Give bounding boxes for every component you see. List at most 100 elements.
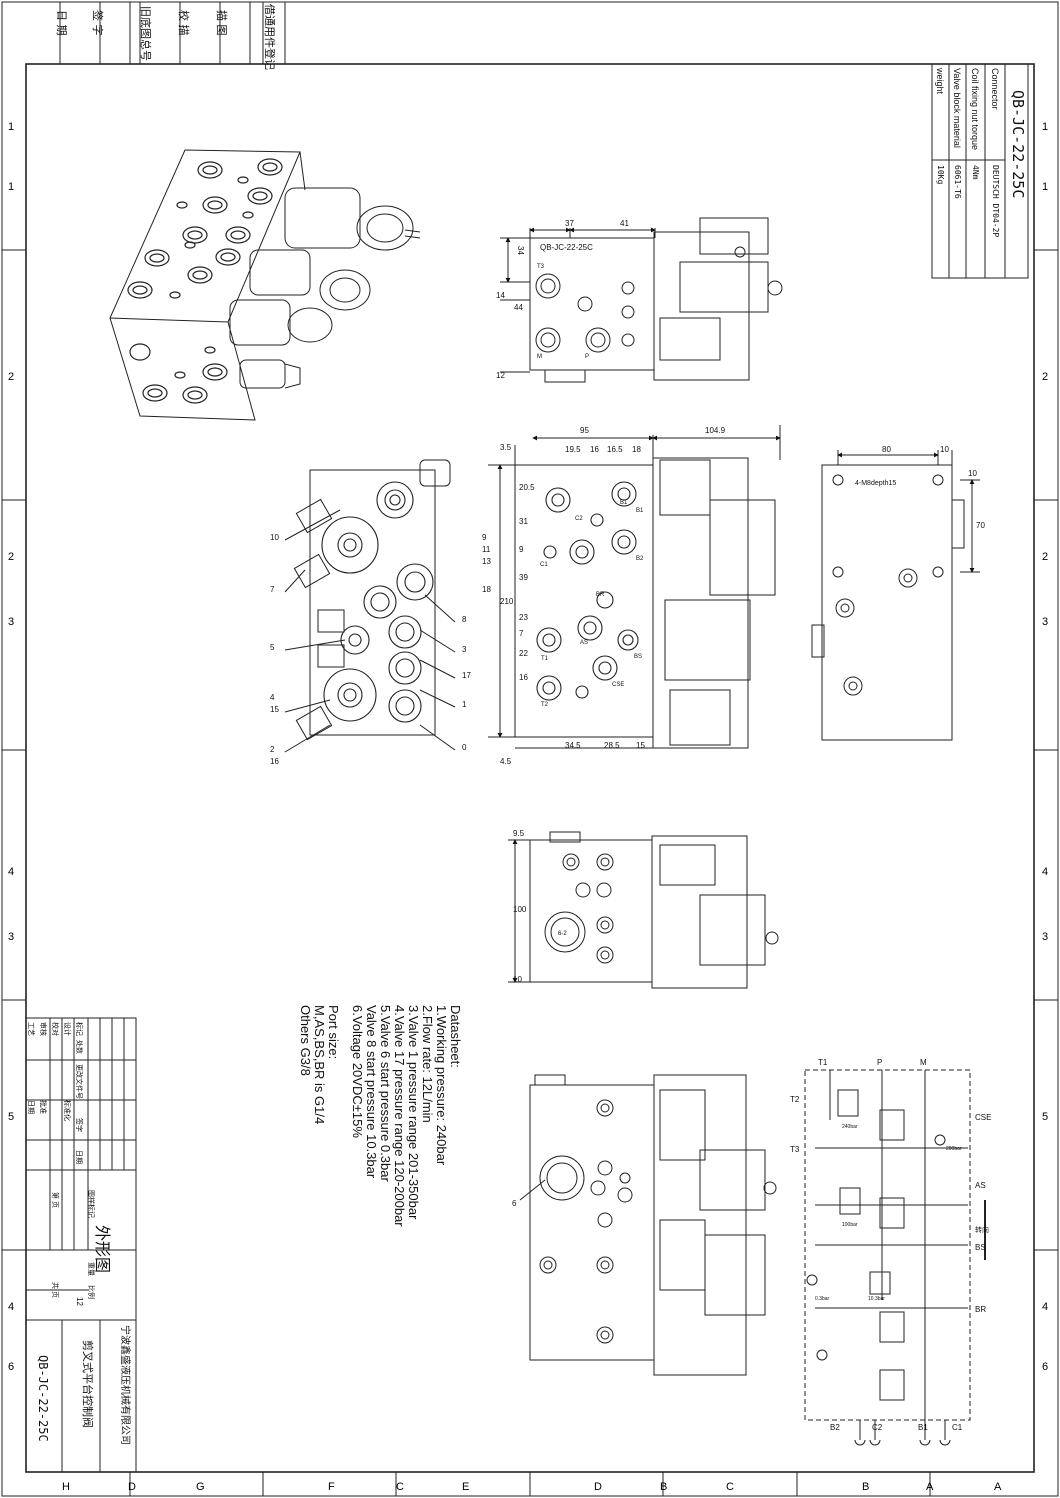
- title-role-check: 校对: [51, 1022, 58, 1036]
- top-port-t3: T3: [537, 264, 545, 270]
- title-role-design: 设计: [63, 1022, 70, 1036]
- front-dim-1049: 104.9: [705, 426, 726, 435]
- front-port-t2: T2: [541, 702, 549, 708]
- top-dim-37: 37: [565, 219, 574, 228]
- front-dim-23: 23: [519, 613, 528, 622]
- balloon-8: 8: [462, 615, 467, 624]
- port-size-line-1: M,AS,BS,BR is G1/4: [312, 1005, 327, 1125]
- title-role-review: 审核: [39, 1022, 46, 1036]
- zone-number-left: 2: [8, 551, 14, 563]
- spec-value-material: 6061-T6: [953, 165, 962, 199]
- datasheet-line-5: 5.Valve 6 start pressure 0.3bar: [378, 1005, 393, 1182]
- zone-letter-bottom: D: [128, 1481, 136, 1493]
- front-port-b1b: B1: [620, 500, 628, 506]
- balloon-5: 5: [270, 643, 275, 652]
- front-dim-22: 22: [519, 649, 528, 658]
- balloon-4: 4: [270, 693, 275, 702]
- front-dim-9: 9: [519, 545, 524, 554]
- side-note: 4-M8depth15: [855, 480, 896, 487]
- sch-port-as: AS: [975, 1181, 986, 1190]
- sch-port-t3: T3: [790, 1145, 800, 1154]
- datasheet-line-2: 2.Flow rate: 12L/min: [420, 1005, 435, 1123]
- front-dim-18b: 18: [482, 585, 491, 594]
- title-block: [25, 1017, 137, 1473]
- front-port-b1: B1: [636, 508, 644, 514]
- zone-number-left: 1: [8, 121, 14, 133]
- zone-number-right: 4: [1042, 866, 1048, 878]
- balloon-16: 16: [270, 757, 279, 766]
- zone-number-right: 3: [1042, 616, 1048, 628]
- zone-number-left: 1: [8, 181, 14, 193]
- lower-balloon-6: 6: [512, 1199, 517, 1208]
- sch-note-steer: 转向: [975, 1225, 989, 1234]
- sch-port-b2: B2: [830, 1423, 840, 1432]
- port-size-line-2: Others G3/8: [298, 1005, 313, 1076]
- zone-number-right: 2: [1042, 551, 1048, 563]
- title-std-label: 标准化: [63, 1100, 70, 1121]
- datasheet-line-7: 6.Voltage 20VDC±15%: [350, 1005, 365, 1138]
- port-size-title: Port size:: [326, 1005, 341, 1060]
- bottom-dim-10: 10: [513, 975, 522, 984]
- zone-number-right: 2: [1042, 371, 1048, 383]
- front-dim-165: 16.5: [607, 445, 623, 454]
- front-dim-45: 4.5: [500, 757, 512, 766]
- front-dim-16a: 16: [590, 445, 599, 454]
- sch-port-cse: CSE: [975, 1113, 991, 1122]
- sch-note-240: 240bar: [842, 1124, 858, 1130]
- sch-note-03: 0.3bar: [815, 1296, 830, 1302]
- balloon-3: 3: [462, 645, 467, 654]
- datasheet-line-3: 3.Valve 1 pressure range 201-350bar: [406, 1005, 421, 1220]
- zone-letter-bottom: A: [926, 1481, 934, 1493]
- front-dim-195: 19.5: [565, 445, 581, 454]
- front-dim-15: 15: [636, 741, 645, 750]
- sch-port-m: M: [920, 1058, 927, 1067]
- sch-port-bs: BS: [975, 1243, 986, 1252]
- zone-letter-bottom: B: [862, 1481, 869, 1493]
- zone-number-left: 5: [8, 1111, 14, 1123]
- title-company: 宁波鑫盛液压机械有限公司: [119, 1325, 130, 1445]
- left-view: [284, 459, 456, 753]
- dimension-text-layer: QB-JC-22-25C 37 41 34 44 14 12 T3 M P 95…: [270, 219, 991, 1432]
- zone-number-left: 6: [8, 1361, 14, 1373]
- zone-letter-bottom: A: [994, 1481, 1002, 1493]
- spec-value-connector: DEUTSCH DT04-2P: [991, 165, 1000, 238]
- side-dim-70: 70: [976, 521, 985, 530]
- spec-label-torque: Coil fixing nut torque: [970, 68, 980, 151]
- zone-number-right: 5: [1042, 1111, 1048, 1123]
- register-strip: [59, 2, 286, 64]
- title-rev-doc: 更改文件号: [75, 1064, 82, 1099]
- lower-view: [519, 1074, 777, 1376]
- front-port-as: AS: [580, 640, 588, 646]
- front-port-bs: BS: [634, 654, 642, 660]
- spec-value-weight: 10Kg: [936, 165, 945, 185]
- zone-letter-bottom: C: [726, 1481, 734, 1493]
- register-date: 日 期: [55, 10, 68, 36]
- zone-letter-bottom: F: [328, 1481, 335, 1493]
- front-dim-205: 20.5: [519, 483, 535, 492]
- bottom-dim-95: 9.5: [513, 829, 525, 838]
- sch-note-103: 10.3bar: [868, 1296, 885, 1302]
- spec-table: [931, 63, 1029, 279]
- zone-number-right: 4: [1042, 1301, 1048, 1313]
- zone-letter-bottom: E: [462, 1481, 469, 1493]
- top-port-p: P: [585, 354, 589, 360]
- bottom-dim-100: 100: [513, 905, 527, 914]
- front-dim-35: 3.5: [500, 443, 512, 452]
- front-port-c1: C1: [540, 562, 548, 568]
- front-view: [488, 425, 781, 749]
- sch-port-c2: C2: [872, 1423, 883, 1432]
- front-port-b2: B2: [636, 556, 644, 562]
- zone-letter-bottom: B: [660, 1481, 667, 1493]
- title-rev-sign: 签字: [75, 1118, 82, 1132]
- bottom-view: [508, 831, 779, 989]
- sch-port-c1: C1: [952, 1423, 963, 1432]
- top-dim-44: 44: [514, 303, 523, 312]
- zone-letter-bottom: H: [62, 1481, 70, 1493]
- top-port-m: M: [537, 354, 542, 360]
- title-sheet-no: 第 页: [51, 1192, 58, 1208]
- zone-number-left: 3: [8, 931, 14, 943]
- side-dim-80: 80: [882, 445, 891, 454]
- balloon-15: 15: [270, 705, 279, 714]
